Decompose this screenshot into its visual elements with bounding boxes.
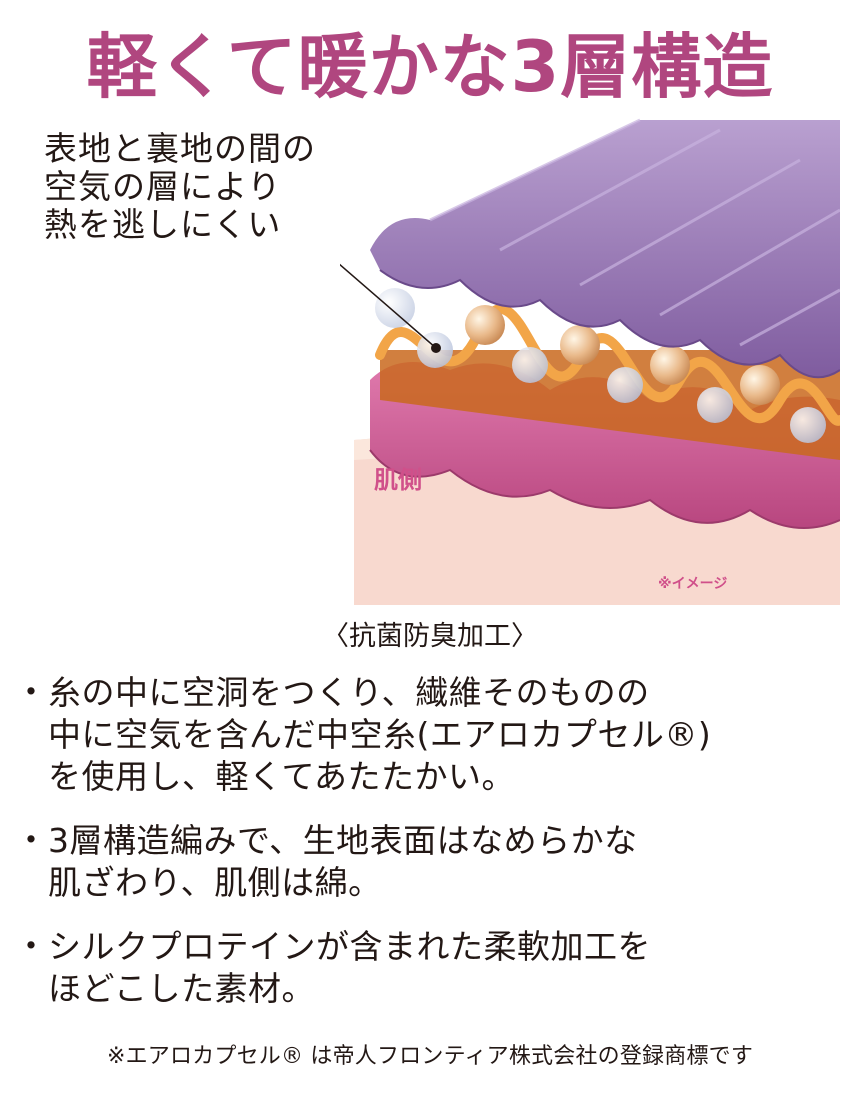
top-layer — [370, 118, 840, 379]
feature-text: 3層構造編みで、生地表面はなめらかな 肌ざわり、肌側は綿。 — [48, 821, 638, 902]
callout-pointer — [340, 263, 437, 349]
bullet-mark: ・ — [14, 927, 48, 967]
callout-text: 表地と裏地の間の 空気の層により 熱を逃しにくい — [44, 129, 316, 244]
feature-item: ・ 3層構造編みで、生地表面はなめらかな 肌ざわり、肌側は綿。 — [14, 820, 854, 904]
image-note: ※イメージ — [658, 576, 727, 592]
bullet-mark: ・ — [14, 821, 48, 861]
feature-list: ・ 糸の中に空洞をつくり、繊維そのものの 中に空気を含んだ中空糸(エアロカプセル… — [14, 672, 854, 1032]
feature-text: シルクプロテインが含まれた柔軟加工を ほどこした素材。 — [48, 927, 651, 1008]
trademark-footnote: ※エアロカプセル® は帝人フロンティア株式会社の登録商標です — [106, 1044, 754, 1069]
bullet-mark: ・ — [14, 673, 48, 713]
skin-label: 肌側 — [374, 466, 422, 494]
page-title: 軽くて暖かな3層構造 — [86, 26, 774, 108]
middle-layer — [375, 304, 840, 460]
antibacterial-caption: 〈抗菌防臭加工〉 — [322, 621, 538, 652]
feature-item: ・ 糸の中に空洞をつくり、繊維そのものの 中に空気を含んだ中空糸(エアロカプセル… — [14, 672, 854, 798]
air-capsules — [375, 288, 826, 443]
feature-text: 糸の中に空洞をつくり、繊維そのものの 中に空気を含んだ中空糸(エアロカプセル®)… — [48, 673, 712, 796]
feature-item: ・ シルクプロテインが含まれた柔軟加工を ほどこした素材。 — [14, 926, 854, 1010]
three-layer-fabric-illustration: 肌側 ※イメージ — [340, 118, 840, 605]
callout-pointer-dot — [431, 343, 441, 353]
